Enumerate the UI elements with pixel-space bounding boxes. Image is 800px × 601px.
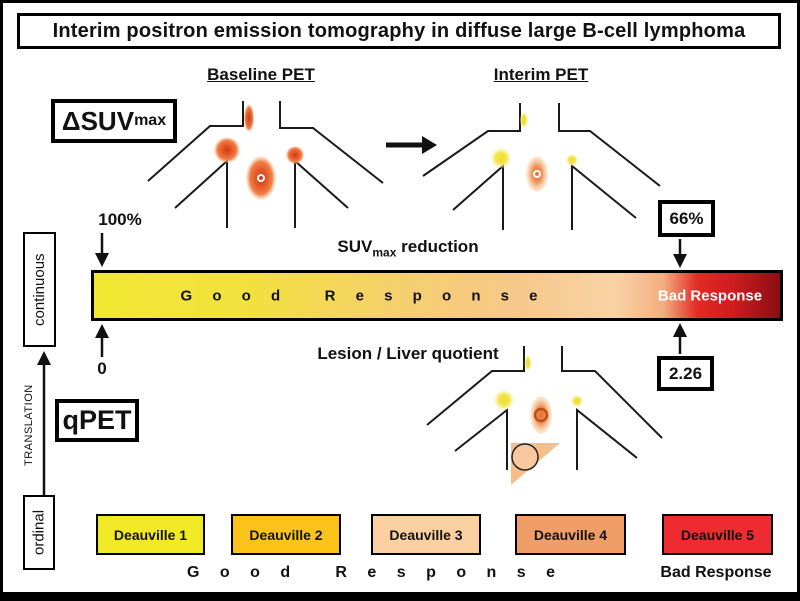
interim-right-lesion [566, 154, 578, 166]
interim-left-lesion [491, 148, 511, 168]
arrow-up-icon [673, 323, 687, 354]
baseline-body-right-outline [279, 101, 384, 184]
axis-continuous-label: continuous [31, 253, 48, 326]
figure-title: Interim positron emission tomography in … [52, 19, 746, 42]
delta-suvmax-label: ΔSUV [61, 105, 135, 136]
baseline-right-lesion [286, 146, 304, 164]
baseline-suvmax-marker [257, 174, 265, 182]
qpet-body-left-outline [426, 346, 525, 426]
suv-reduction-value: 66% [669, 208, 704, 228]
baseline-body-left-inner [174, 158, 228, 228]
lesion-liver-quotient-label: Lesion / Liver quotient [317, 344, 499, 363]
scale-zero-label: 0 [97, 359, 107, 378]
deauville-4-box: Deauville 4 [515, 514, 626, 555]
interim-body-left-inner [452, 163, 504, 230]
baseline-body-left-outline [147, 101, 244, 182]
axis-continuous-box: continuous [23, 232, 56, 347]
interim-body-figure [422, 103, 661, 230]
arrow-down-icon [673, 239, 687, 268]
deauville-2-label: Deauville 2 [249, 526, 323, 543]
interim-body-left-outline [422, 103, 521, 177]
deauville-4-label: Deauville 4 [533, 526, 608, 543]
suvmax-reduction-label: SUVmax reduction [337, 237, 479, 260]
baseline-body-figure [147, 101, 384, 228]
translation-label: TRANSLATION [23, 384, 35, 466]
baseline-left-lesion [214, 137, 240, 163]
baseline-neck-lesion [244, 104, 254, 132]
interim-pet-heading: Interim PET [493, 65, 589, 84]
qpet-value: 2.26 [668, 363, 703, 383]
baseline-central-lesion [246, 156, 276, 200]
response-gradient-bar: G o o d R e s p o n s e Bad Response [91, 270, 783, 321]
qpet-lesion-roi-circle [533, 407, 549, 423]
qpet-value-box: 2.26 [657, 356, 714, 391]
bar-good-response-label: G o o d R e s p o n s e [180, 287, 546, 304]
deauville-5-label: Deauville 5 [680, 526, 755, 543]
liver-roi-circle [511, 443, 539, 471]
interim-suvmax-marker [533, 170, 541, 178]
deauville-3-box: Deauville 3 [371, 514, 481, 555]
qpet-right-lesion [571, 395, 583, 407]
arrow-up-icon [95, 324, 109, 357]
qpet-label: qPET [62, 405, 132, 435]
qpet-body-right-inner [576, 407, 638, 470]
qpet-body-left-inner [454, 407, 508, 470]
suv-reduction-value-box: 66% [658, 200, 715, 237]
arrow-down-icon [95, 233, 109, 267]
bar-bad-response-label: Bad Response [657, 287, 763, 304]
deauville-good-response-label: G o o d R e s p o n s e [186, 564, 564, 581]
qpet-box: qPET [55, 399, 139, 442]
interim-central-lesion [526, 156, 548, 192]
translation-arrow-up-icon [37, 351, 51, 497]
deauville-bad-response-label: Bad Response [660, 564, 772, 581]
deauville-5-box: Deauville 5 [662, 514, 773, 555]
deauville-1-label: Deauville 1 [113, 526, 188, 543]
axis-ordinal-label: ordinal [30, 509, 48, 556]
deauville-2-box: Deauville 2 [231, 514, 341, 555]
qpet-body-figure [426, 346, 663, 485]
qpet-central-lesion [530, 396, 552, 434]
qpet-body-right-outline [561, 346, 663, 439]
scale-100pct-label: 100% [98, 210, 142, 229]
axis-ordinal-box: ordinal [23, 495, 55, 570]
interim-neck-lesion [520, 112, 528, 128]
qpet-left-lesion [494, 390, 514, 410]
delta-suvmax-subscript: max [134, 112, 167, 129]
interim-body-right-inner [571, 163, 637, 230]
baseline-body-right-inner [294, 158, 349, 228]
qpet-neck-lesion [524, 355, 532, 371]
deauville-3-label: Deauville 3 [389, 526, 463, 543]
deauville-1-box: Deauville 1 [96, 514, 205, 555]
baseline-pet-heading: Baseline PET [207, 65, 315, 84]
interim-body-right-outline [558, 103, 661, 187]
title-box: Interim positron emission tomography in … [17, 13, 781, 49]
arrow-right-icon [386, 136, 437, 154]
